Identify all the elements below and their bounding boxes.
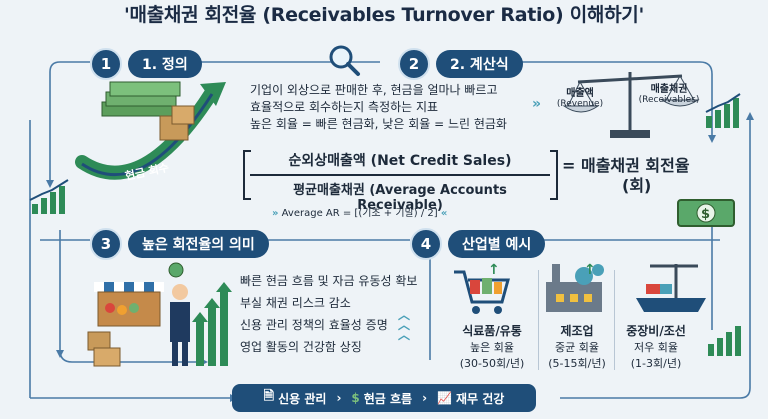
cash-growth-illustration: 현금 회수 [75,81,226,183]
bracket-left [243,150,251,200]
bar-chart-icon [705,93,741,128]
credit-management-item: 🗎 신용 관리 [264,387,327,409]
chart-up-icon: 📈 [437,391,452,405]
section-title: 1. 정의 [128,50,202,78]
svg-text:$: $ [701,207,710,222]
arrow-up-icon: ↑ [488,262,500,278]
fraction-bar [250,174,550,176]
scale-right-label: 매출채권 (Receivables) [638,84,700,105]
bracket-right [550,150,558,200]
average-ar-note: » Average AR = [(기초 + 기말) / 2] « [272,208,448,219]
document-search-icon: 🗎 [263,389,275,404]
balance-scale-illustration [562,72,700,138]
meaning-item: 부실 채권 리스크 감소 [240,296,351,310]
shopping-cart-icon [454,270,510,314]
section-number: 3 [90,228,122,260]
formula-result: = 매출채권 회전율 (회) [562,156,690,195]
bar-chart-icon [708,326,741,356]
definition-line-1: 기업이 외상으로 판매한 후, 현금을 얼마나 빠르고 [250,83,498,97]
page-title: '매출채권 회전율 (Receivables Turnover Ratio) 이… [124,4,644,26]
dollar-icon: $ [351,391,360,405]
definition-line-2: 효율적으로 회수하는지 측정하는 지표 [250,100,439,114]
meaning-item: 빠른 현금 흐름 및 자금 유동성 확보 [240,274,418,288]
formula-fraction: 순외상매출액 (Net Credit Sales) 평균매출채권 (Averag… [250,150,550,213]
dollar-bill-icon: $ [677,199,735,227]
meaning-item: 신용 관리 정책의 효율성 증명 [240,318,388,332]
chevron-up-icon: ︿︿︿ [398,308,411,342]
divider [538,270,539,370]
section-4-header: 4 산업별 예시 [410,228,546,260]
chevron-right-icon: › [336,391,342,405]
section-number: 1 [90,48,122,80]
market-illustration [87,262,232,367]
bottom-summary-bar: 🗎 신용 관리 › $ 현금 흐름 › 📈 재무 건강 [232,384,536,412]
section-2-header: 2 2. 계산식 [398,48,523,80]
arrow-up-icon: ↑ [584,262,596,278]
industry-card: 제조업 중균 회율 (5-15회/년) [548,324,606,370]
meaning-list: 빠른 현금 흐름 및 자금 유동성 확보 부실 채권 리스크 감소 신용 관리 … [240,270,440,358]
financial-health-item: 📈 재무 건강 [437,391,505,406]
definition-line-3: 높은 회율 = 빠른 현금화, 낮은 회율 = 느린 현금화 [250,117,507,131]
chevron-right-icon: » [532,96,542,112]
industry-icons [454,264,706,314]
formula-denominator: 평균매출채권 (Average Accounts Receivable) [293,183,507,213]
scale-left-label: 매출액 (Revenue) [556,88,604,109]
section-title: 2. 계산식 [436,50,523,78]
meaning-item: 영업 활동의 건강함 상징 [240,340,362,354]
divider [614,270,615,370]
growth-chart-icon [29,179,69,214]
definition-text: 기업이 외상으로 판매한 후, 현금을 얼마나 빠르고 효율적으로 회수하는지 … [250,82,540,133]
section-number: 4 [410,228,442,260]
industry-card: 중장비/조선 저우 회율 (1-3회/년) [626,324,686,370]
crane-ship-icon [636,264,706,312]
magnifier-icon [329,45,360,76]
formula-numerator: 순외상매출액 (Net Credit Sales) [288,153,512,169]
section-1-header: 1 1. 정의 [90,48,202,80]
section-number: 2 [398,48,430,80]
section-3-header: 3 높은 회전율의 의미 [90,228,269,260]
factory-icon [546,264,604,312]
chevron-right-icon: › [422,391,428,405]
industry-card: 식료품/유통 높은 회율 (30-50회/년) [459,324,525,370]
section-title: 산업별 예시 [448,230,546,258]
section-title: 높은 회전율의 의미 [128,230,269,258]
cash-flow-item: $ 현금 흐름 [351,391,413,406]
